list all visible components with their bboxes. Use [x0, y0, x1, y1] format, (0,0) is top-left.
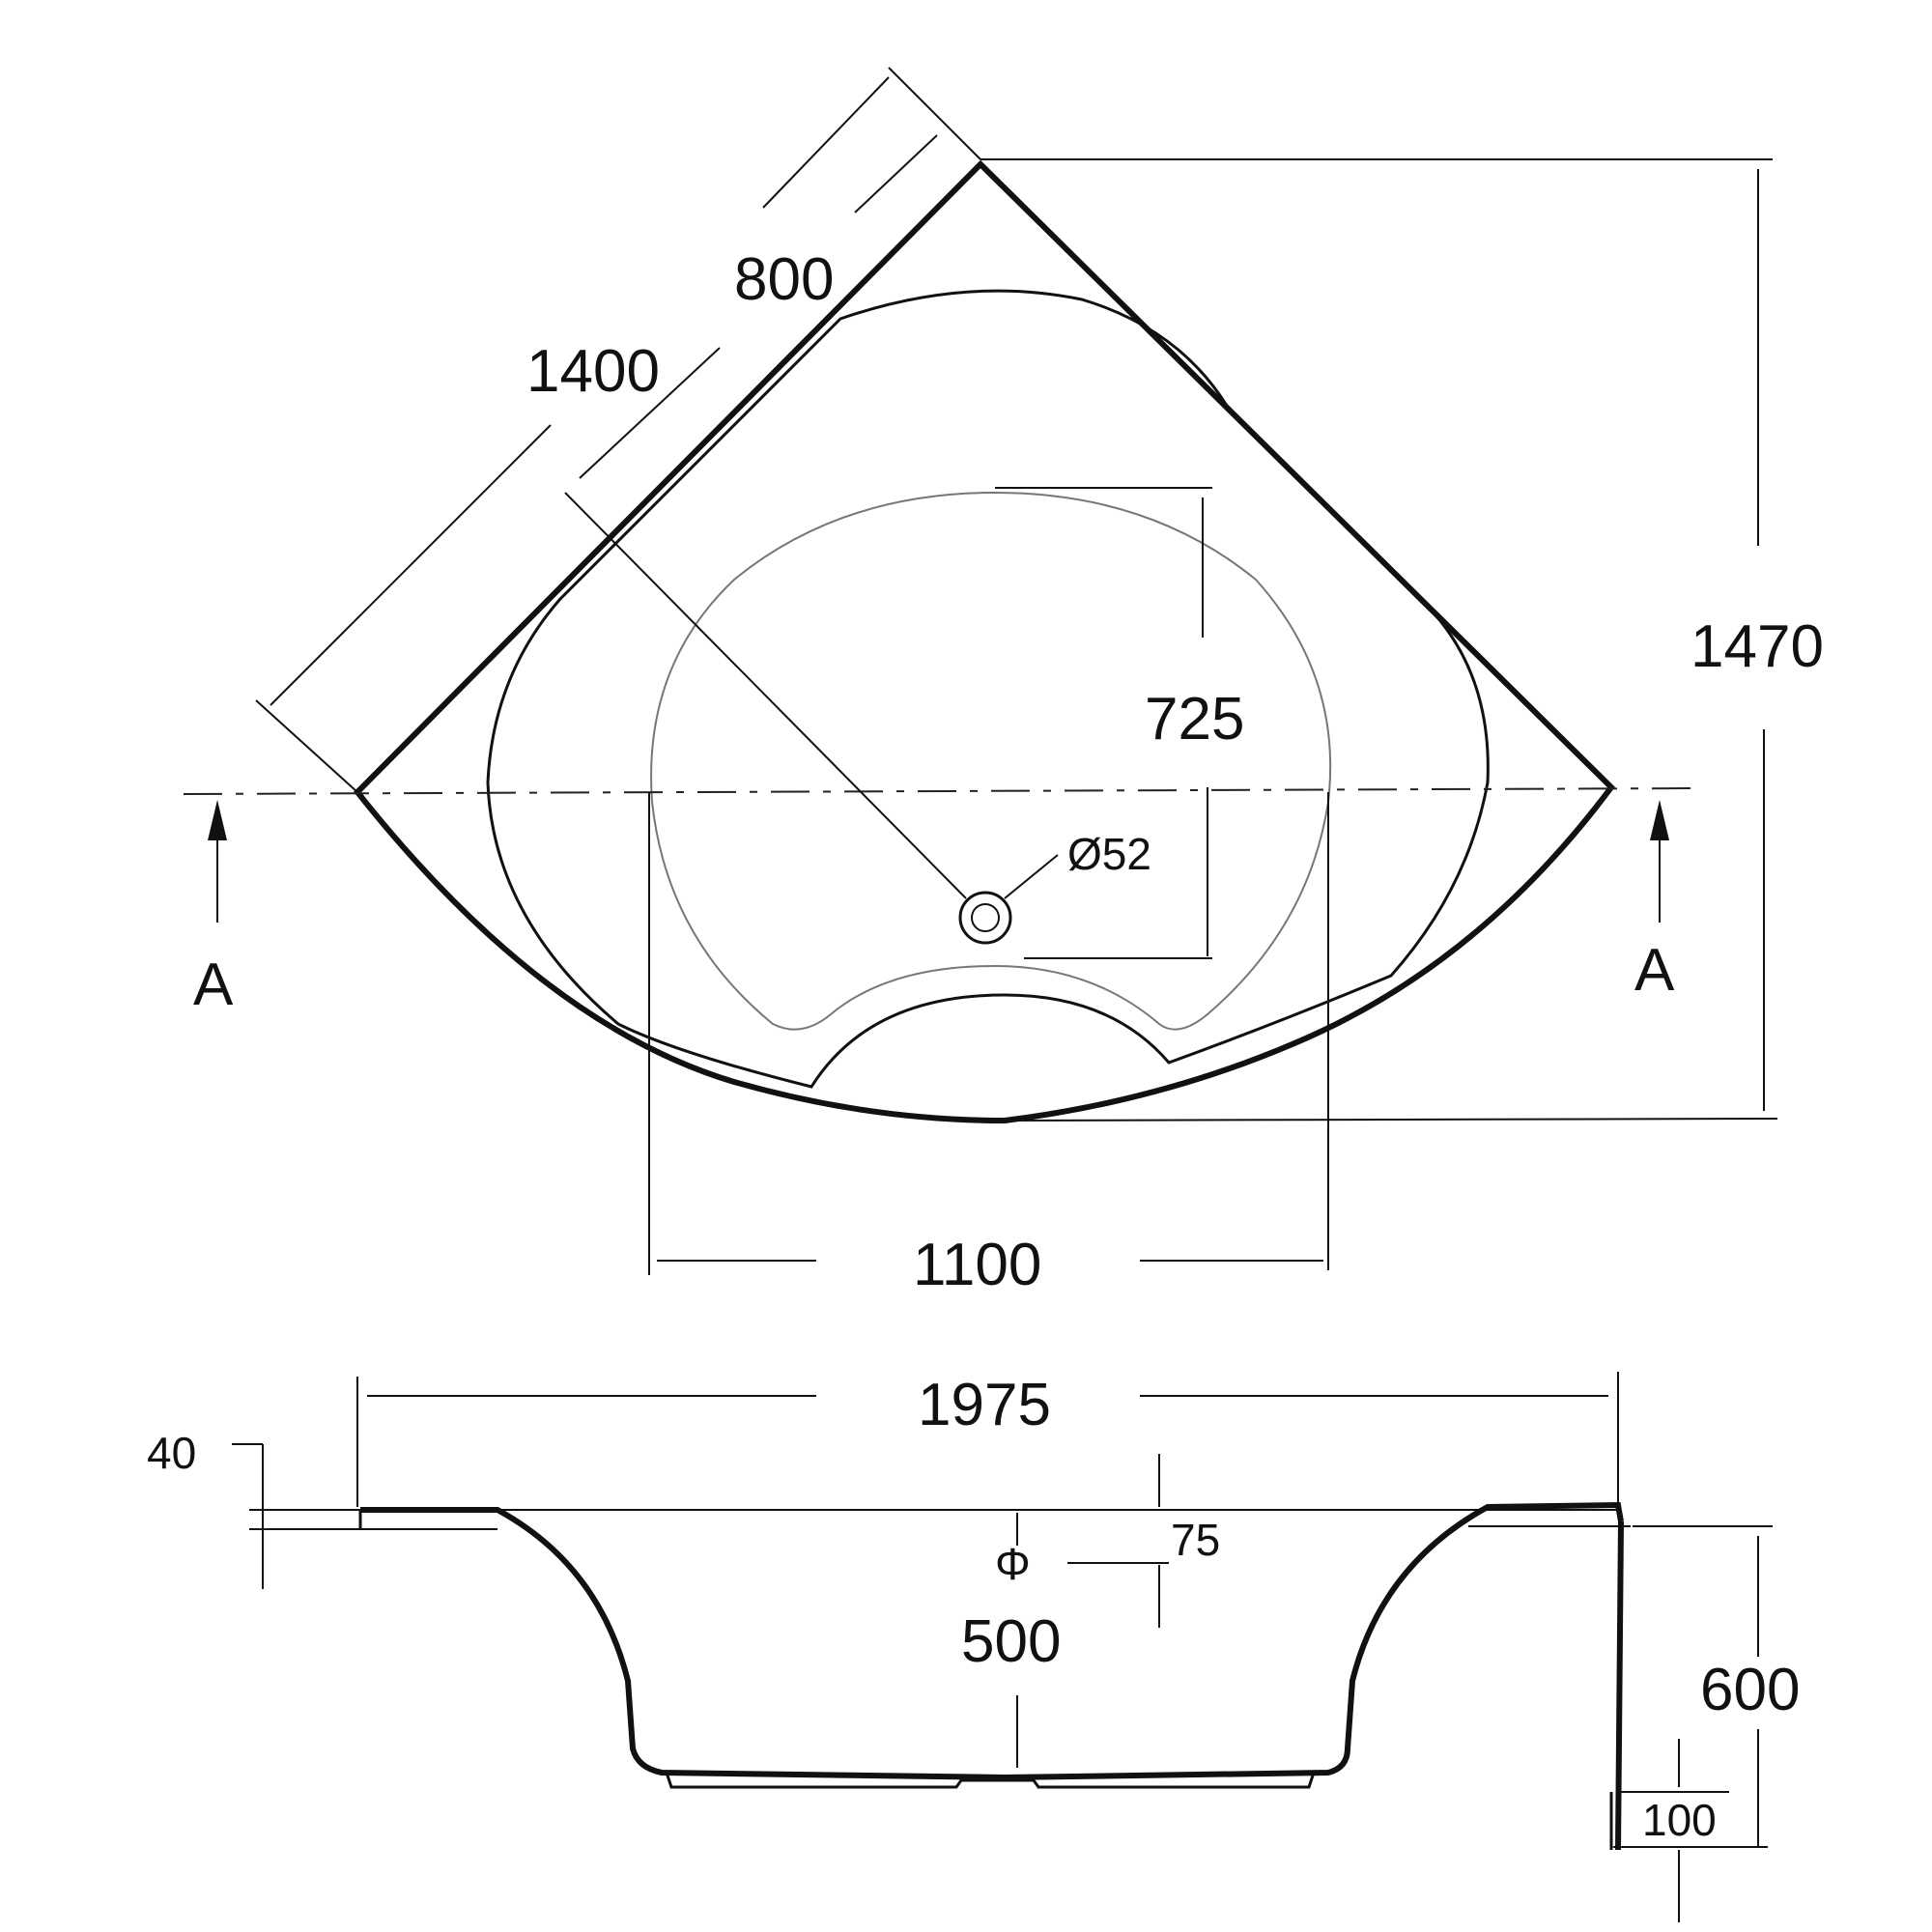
dim-1400-line-b	[270, 424, 552, 706]
drain-leader	[1004, 854, 1059, 899]
dim-1400-line-a	[762, 76, 890, 209]
tub-basin-outline	[650, 491, 1332, 1031]
dim-1400-ext	[255, 699, 358, 793]
dim-725-label: 725	[1145, 686, 1244, 753]
section-line-a	[183, 787, 1701, 795]
dim-800-label: 800	[734, 246, 834, 313]
dim-40-label: 40	[147, 1428, 196, 1478]
section-arrow-right-head	[1650, 800, 1669, 840]
drain-symbol-label: Φ	[995, 1539, 1031, 1589]
tub-outer-outline	[353, 159, 1615, 1124]
section-marker-right: A	[1634, 937, 1675, 1004]
drain-outer	[958, 891, 1012, 945]
dim-1470-label: 1470	[1690, 613, 1824, 680]
section-arrow-left-head	[208, 800, 227, 840]
tub-feet	[665, 1772, 1316, 1789]
tub-section-profile	[360, 1501, 1624, 1781]
dim-800-line-b	[579, 347, 721, 479]
dim-100-label: 100	[1642, 1795, 1717, 1845]
dim-1470-ext-bottom	[1004, 1118, 1778, 1122]
tub-inner-rim	[486, 289, 1490, 1089]
section-view: 1975 40 75 Φ 500 600 100	[147, 1372, 1800, 1922]
dim-1100-label: 1100	[913, 1232, 1041, 1298]
dim-725-leader	[564, 492, 967, 899]
drain-inner	[971, 903, 1000, 932]
dim-800-ext	[888, 67, 981, 160]
dim-75-label: 75	[1171, 1515, 1220, 1565]
drain-dia-label: Ø52	[1067, 829, 1151, 879]
dim-500-label: 500	[961, 1608, 1061, 1675]
tub-apron	[1615, 1520, 1624, 1851]
top-view: 800 1400 725 Ø52 1100 1470 A A	[183, 67, 1824, 1298]
dim-600-label: 600	[1700, 1657, 1800, 1723]
section-marker-left: A	[193, 952, 234, 1018]
dim-800-line-a	[854, 134, 938, 213]
dim-1400-label: 1400	[526, 338, 660, 405]
dim-1975-label: 1975	[918, 1372, 1051, 1438]
